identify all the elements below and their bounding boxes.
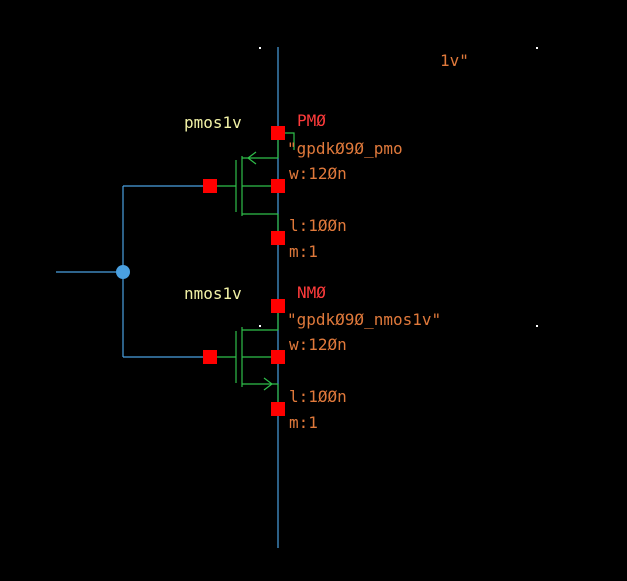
pmos-source-pin[interactable] <box>271 126 285 140</box>
junction-dot[interactable] <box>116 265 130 279</box>
nmos-body-pin[interactable] <box>271 350 285 364</box>
pmos-width-label: w:12Øn <box>289 164 347 183</box>
pmos-gate-pin[interactable] <box>203 179 217 193</box>
nmos-arrow-icon <box>263 377 273 391</box>
pmos-instance-label: PMØ <box>297 111 326 130</box>
grid-dots <box>259 47 538 327</box>
pmos-body-pin[interactable] <box>271 179 285 193</box>
pmos-drain-pin[interactable] <box>271 231 285 245</box>
input-net[interactable] <box>56 185 210 358</box>
pmos-cell-label: pmos1v <box>184 113 242 132</box>
pmos-symbol[interactable] <box>203 126 295 245</box>
grid-dot <box>259 325 261 327</box>
nmos-cell-label: nmos1v <box>184 284 242 303</box>
nmos-drain-pin[interactable] <box>271 299 285 313</box>
pmos-length-label: l:1ØØn <box>289 216 347 235</box>
pmos-multiplier-label: m:1 <box>289 242 318 261</box>
nmos-source-pin[interactable] <box>271 402 285 416</box>
nmos-length-label: l:1ØØn <box>289 387 347 406</box>
grid-dot <box>536 325 538 327</box>
nmos-instance-label: NMØ <box>297 283 326 302</box>
nmos-multiplier-label: m:1 <box>289 413 318 432</box>
nmos-width-label: w:12Øn <box>289 335 347 354</box>
grid-dot <box>259 47 261 49</box>
nmos-gate-pin[interactable] <box>203 350 217 364</box>
label-clip-mask <box>438 138 498 160</box>
top-label: 1v" <box>440 51 469 70</box>
nmos-symbol[interactable] <box>203 299 285 416</box>
pmos-arrow-icon <box>247 151 257 165</box>
pmos-model-label: "gpdkØ9Ø_pmo <box>287 139 403 158</box>
grid-dot <box>536 47 538 49</box>
nmos-model-label: "gpdkØ9Ø_nmos1v" <box>287 310 441 329</box>
